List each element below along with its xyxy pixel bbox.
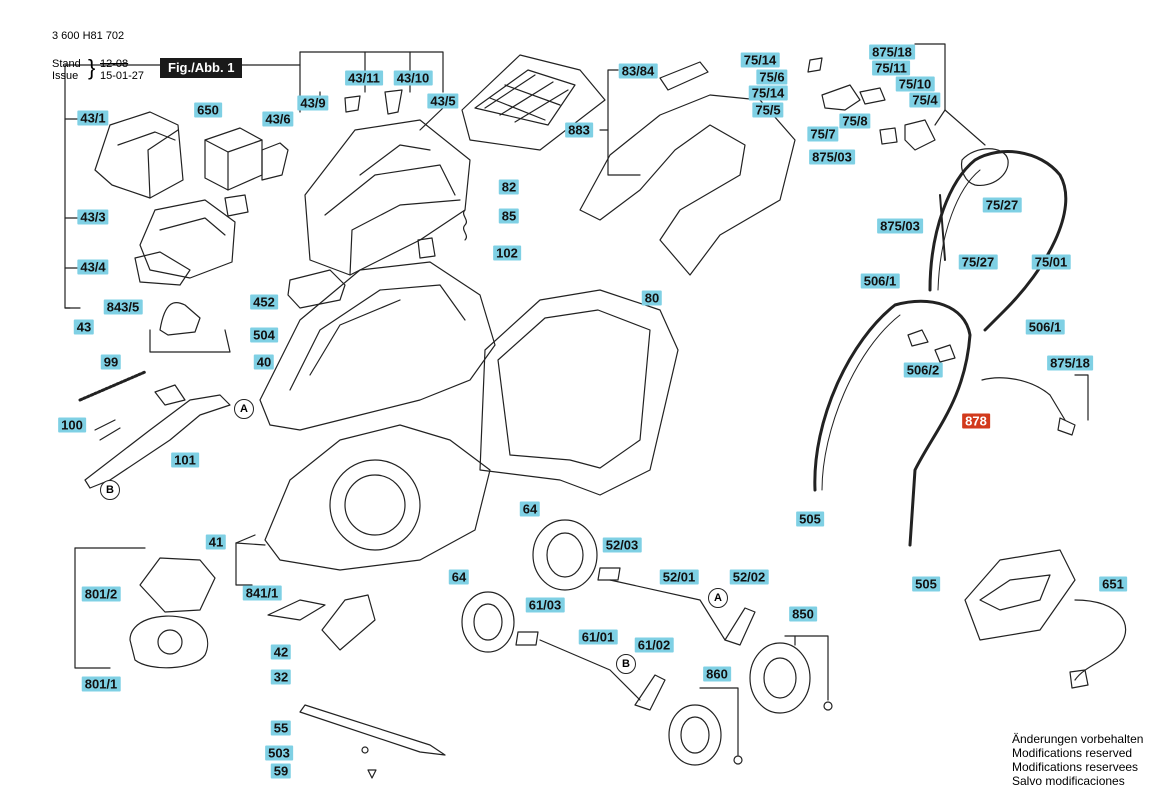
part-tag-99[interactable]: 99: [100, 354, 122, 370]
callout-b-lower: B: [100, 480, 120, 500]
note-line: Modifications reserved: [1012, 746, 1133, 760]
part-tag-64-lower[interactable]: 64: [448, 569, 470, 585]
part-tag-75-01[interactable]: 75/01: [1031, 254, 1071, 270]
part-tag-43-9[interactable]: 43/9: [297, 95, 329, 111]
part-tag-75-7[interactable]: 75/7: [807, 126, 839, 142]
part-tag-52-02[interactable]: 52/02: [729, 569, 769, 585]
part-tag-505-left[interactable]: 505: [796, 511, 824, 527]
part-tag-43-3[interactable]: 43/3: [77, 209, 109, 225]
part-tag-32[interactable]: 32: [270, 669, 292, 685]
part-tag-100[interactable]: 100: [58, 417, 86, 433]
part-tag-52-03[interactable]: 52/03: [602, 537, 642, 553]
part-tag-75-5[interactable]: 75/5: [752, 102, 784, 118]
part-tag-75-27-lower[interactable]: 75/27: [958, 254, 998, 270]
part-tag-82[interactable]: 82: [498, 179, 520, 195]
modification-notes: Änderungen vorbehalten Modifications res…: [1012, 732, 1143, 788]
part-tag-61-01[interactable]: 61/01: [578, 629, 618, 645]
part-tag-43-11[interactable]: 43/11: [345, 70, 383, 86]
callout-a-upper: A: [234, 399, 254, 419]
part-tag-650[interactable]: 650: [194, 102, 222, 118]
part-tag-875-18-lower[interactable]: 875/18: [1047, 355, 1093, 371]
part-tag-860[interactable]: 860: [703, 666, 731, 682]
part-tag-651[interactable]: 651: [1099, 576, 1127, 592]
part-tag-841-1[interactable]: 841/1: [242, 585, 282, 601]
part-tag-875-03-upper[interactable]: 875/03: [809, 149, 855, 165]
part-tag-75-6[interactable]: 75/6: [756, 69, 788, 85]
part-tag-80[interactable]: 80: [641, 290, 663, 306]
part-tag-41[interactable]: 41: [205, 534, 227, 550]
callout-b-axle: B: [616, 654, 636, 674]
part-tag-64-upper[interactable]: 64: [519, 501, 541, 517]
part-tag-75-10[interactable]: 75/10: [895, 76, 935, 92]
part-tag-61-02[interactable]: 61/02: [634, 637, 674, 653]
callout-a-axle: A: [708, 588, 728, 608]
part-tag-505-right[interactable]: 505: [912, 576, 940, 592]
note-line: Änderungen vorbehalten: [1012, 732, 1144, 746]
part-tag-883[interactable]: 883: [565, 122, 593, 138]
document-number: 3 600 H81 702: [52, 30, 125, 42]
part-tag-75-11[interactable]: 75/11: [872, 60, 910, 76]
part-tag-75-14-upper[interactable]: 75/14: [740, 52, 780, 68]
part-tag-875-18-upper[interactable]: 875/18: [869, 44, 915, 60]
part-tag-42[interactable]: 42: [270, 644, 292, 660]
part-tag-43-10[interactable]: 43/10: [393, 70, 433, 86]
part-tag-61-03[interactable]: 61/03: [525, 597, 565, 613]
part-tag-801-2[interactable]: 801/2: [81, 586, 121, 602]
part-tag-83-84[interactable]: 83/84: [618, 63, 658, 79]
part-tag-52-01[interactable]: 52/01: [659, 569, 699, 585]
part-tag-43-5[interactable]: 43/5: [427, 93, 459, 109]
issue-label: Issue: [52, 70, 79, 82]
part-tag-75-8[interactable]: 75/8: [839, 113, 871, 129]
part-tag-75-14-lower[interactable]: 75/14: [748, 85, 788, 101]
figure-label: Fig./Abb. 1: [160, 58, 243, 78]
part-tag-504[interactable]: 504: [250, 327, 278, 343]
note-line: Salvo modificaciones: [1012, 774, 1125, 788]
part-tag-878[interactable]: 878: [962, 413, 990, 429]
part-tag-506-2[interactable]: 506/2: [903, 362, 943, 378]
brace-icon: }: [88, 55, 96, 80]
part-tag-75-27-upper[interactable]: 75/27: [982, 197, 1022, 213]
part-tag-43[interactable]: 43: [73, 319, 95, 335]
part-tag-843-5[interactable]: 843/5: [103, 299, 143, 315]
part-tag-43-4[interactable]: 43/4: [77, 259, 109, 275]
part-tag-452[interactable]: 452: [250, 294, 278, 310]
part-tag-43-1[interactable]: 43/1: [77, 110, 109, 126]
part-tag-85[interactable]: 85: [498, 208, 520, 224]
stand-date: 12-08: [100, 58, 129, 70]
part-tag-59[interactable]: 59: [270, 763, 292, 779]
part-tag-503[interactable]: 503: [265, 745, 293, 761]
part-tag-506-1-upper[interactable]: 506/1: [860, 273, 900, 289]
part-tag-102[interactable]: 102: [493, 245, 521, 261]
part-tag-55[interactable]: 55: [270, 720, 292, 736]
part-tag-875-03-lower[interactable]: 875/03: [877, 218, 923, 234]
part-tag-850[interactable]: 850: [789, 606, 817, 622]
part-tag-801-1[interactable]: 801/1: [81, 676, 121, 692]
part-tag-101[interactable]: 101: [171, 452, 199, 468]
part-tag-506-1-lower[interactable]: 506/1: [1025, 319, 1065, 335]
stand-label: Stand: [52, 58, 81, 70]
note-line: Modifications reservees: [1012, 760, 1139, 774]
part-tag-40[interactable]: 40: [253, 354, 275, 370]
part-tag-75-4[interactable]: 75/4: [909, 92, 941, 108]
issue-date: 15-01-27: [100, 70, 145, 82]
part-tag-43-6[interactable]: 43/6: [262, 111, 294, 127]
